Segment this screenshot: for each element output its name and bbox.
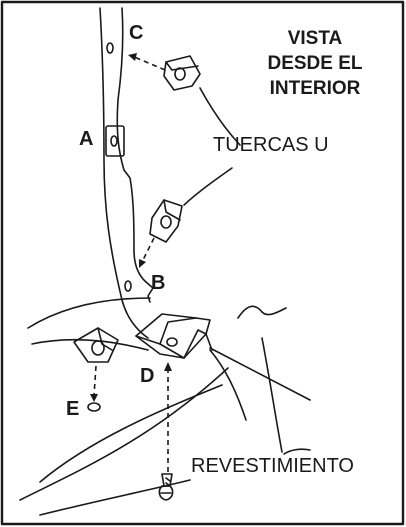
clip-slot-a-hole	[110, 135, 118, 147]
leader-lining-tail	[283, 448, 311, 455]
leader-lining	[261, 337, 283, 453]
arrow-screw-head	[164, 362, 172, 371]
leader-squiggle	[237, 305, 287, 319]
u-nut-e	[73, 327, 119, 363]
arrow-e-path	[93, 365, 97, 397]
arrow-c-head	[128, 53, 137, 61]
leader-nut-lower	[183, 167, 233, 206]
lining-line-2	[19, 367, 229, 501]
label-c: C	[129, 22, 144, 44]
label-b: B	[151, 272, 166, 294]
body-curve	[27, 297, 151, 329]
view-title-line-3: INTERIOR	[269, 78, 361, 99]
arrow-c-path	[131, 55, 166, 71]
lining-top-edge	[31, 338, 149, 351]
u-nut-lower	[149, 199, 183, 243]
panel-inner-edge	[116, 7, 147, 283]
label-d: D	[140, 365, 155, 387]
arrow-e-head	[90, 394, 98, 402]
label-e: E	[66, 398, 80, 420]
hole-b	[124, 280, 132, 292]
view-title-line-1: VISTA	[287, 28, 343, 49]
screw	[158, 473, 174, 501]
label-a: A	[79, 128, 94, 150]
view-title-line-2: DESDE EL	[267, 53, 363, 74]
clip-slot-a	[105, 125, 125, 157]
lining-diagonal	[209, 347, 311, 401]
panel-lip	[145, 281, 154, 303]
leader-nut-upper	[199, 87, 241, 146]
bracket-d	[135, 313, 213, 359]
panel-outer-edge	[99, 7, 149, 339]
u-nuts-label: TUERCAS U	[213, 134, 329, 156]
hole-c	[106, 42, 114, 54]
lining-label: REVESTIMIENTO	[191, 455, 354, 477]
lining-line-1	[39, 384, 223, 483]
lining-right-edge	[209, 349, 247, 421]
u-nut-upper	[163, 55, 201, 91]
arrow-b-head	[139, 259, 146, 268]
hole-e	[87, 402, 101, 412]
view-title: VISTA DESDE EL INTERIOR	[240, 26, 390, 101]
arrow-b-path	[141, 237, 155, 263]
lining-bottom-line	[39, 479, 191, 516]
